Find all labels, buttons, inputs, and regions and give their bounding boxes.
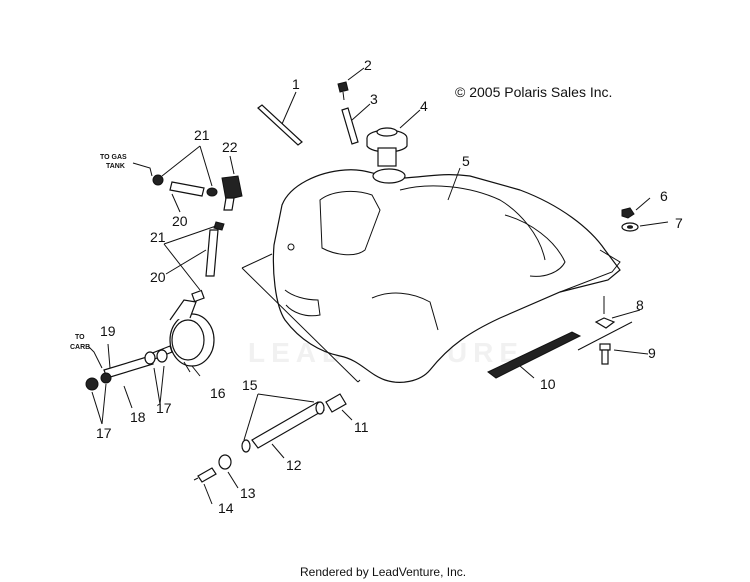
- callout-15: 15: [242, 377, 258, 393]
- callout-12: 12: [286, 457, 302, 473]
- copyright-text: © 2005 Polaris Sales Inc.: [455, 84, 612, 100]
- leader-lines: [91, 67, 669, 505]
- callout-20-upper: 20: [172, 213, 188, 229]
- callout-11: 11: [354, 419, 369, 435]
- strip: [487, 331, 582, 379]
- callout-10: 10: [540, 376, 556, 392]
- note-to-carb-line2: CARB: [70, 344, 90, 351]
- callout-18: 18: [130, 409, 146, 425]
- fuel-tank: [272, 168, 621, 383]
- callout-2: 2: [364, 57, 372, 73]
- pad: [594, 317, 616, 329]
- fuel-pump: [149, 289, 215, 373]
- callout-3: 3: [370, 91, 378, 107]
- hose-upper: [152, 174, 218, 197]
- nut-washer: [621, 207, 639, 232]
- callout-9: 9: [648, 345, 656, 361]
- callout-6: 6: [660, 188, 668, 204]
- callout-1: 1: [292, 76, 300, 92]
- callout-7: 7: [675, 215, 683, 231]
- bolt: [599, 343, 611, 365]
- footer-text: Rendered by LeadVenture, Inc.: [300, 565, 466, 579]
- fuel-line-assembly: [193, 393, 347, 483]
- callout-16: 16: [210, 385, 226, 401]
- callout-14: 14: [218, 500, 234, 516]
- callout-4: 4: [420, 98, 428, 114]
- carb-hose-assembly: [85, 349, 168, 391]
- callout-20-lower: 20: [150, 269, 166, 285]
- callout-19: 19: [100, 323, 116, 339]
- hose-lower: [205, 221, 225, 277]
- callout-numbers: 1 2 3 4 5 6 7 8 9 10 11 12 13 14 15 16 1…: [96, 57, 683, 516]
- note-to-gas-line1: TO GAS: [100, 154, 127, 161]
- callout-21-upper: 21: [194, 127, 210, 143]
- callout-5: 5: [462, 153, 470, 169]
- callout-22: 22: [222, 139, 238, 155]
- note-to-carb-line1: TO: [75, 334, 85, 341]
- callout-17b: 17: [96, 425, 112, 441]
- fuel-cap: [366, 127, 408, 167]
- filter-22: [221, 175, 243, 211]
- callout-21-lower: 21: [150, 229, 166, 245]
- callout-17a: 17: [156, 400, 172, 416]
- callout-13: 13: [240, 485, 256, 501]
- vent-hose: [337, 81, 359, 145]
- strap-tie: [257, 104, 303, 146]
- note-to-gas-line2: TANK: [106, 163, 125, 170]
- callout-8: 8: [636, 297, 644, 313]
